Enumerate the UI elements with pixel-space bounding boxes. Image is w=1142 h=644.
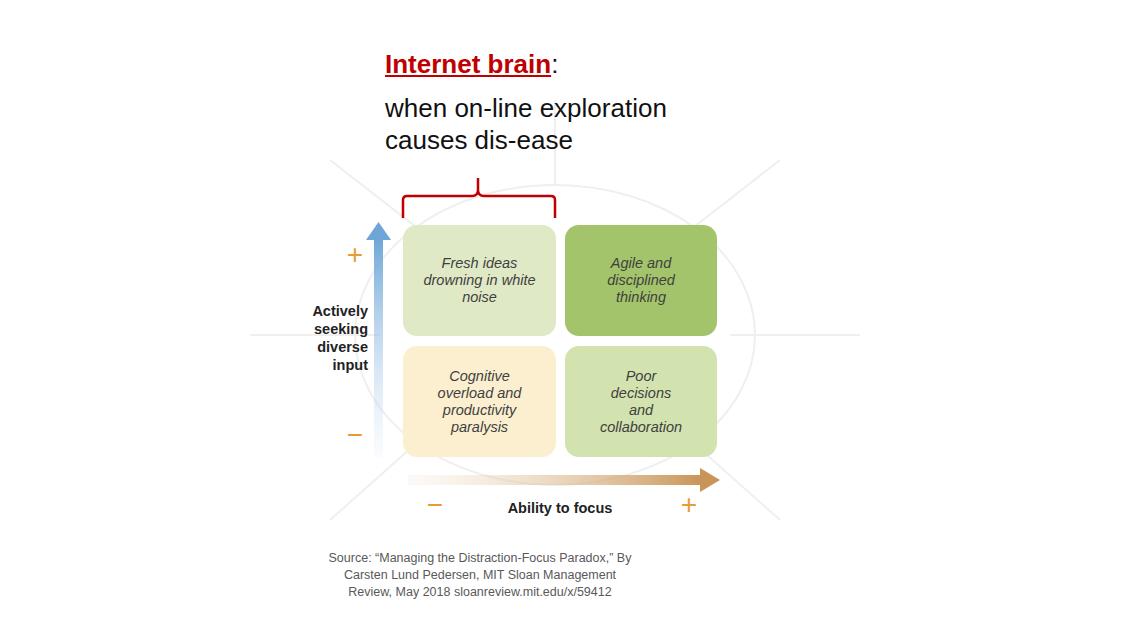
- y-axis-arrow: [366, 222, 391, 458]
- ray-lines: [250, 100, 860, 520]
- x-axis-head: [700, 468, 720, 492]
- y-axis-shaft: [374, 238, 383, 458]
- faint-brain-illustration: [250, 100, 860, 520]
- red-bracket: [403, 178, 555, 218]
- quadrant-text: Fresh ideas drowning in white noise: [423, 255, 536, 306]
- axis-minus-sign: −: [340, 420, 370, 450]
- quadrant-text: Agile and disciplined thinking: [585, 255, 697, 306]
- source-caption: Source: “Managing the Distraction-Focus …: [325, 550, 635, 601]
- y-axis-head: [366, 222, 391, 240]
- diagram-title: Internet brain: [385, 48, 551, 80]
- y-axis-label: Actively seeking diverse input: [286, 302, 368, 374]
- quadrant-text: Poor decisions and collaboration: [597, 368, 685, 436]
- x-axis-shaft: [408, 475, 702, 485]
- title-colon: :: [551, 48, 558, 80]
- x-axis-label: Ability to focus: [480, 499, 640, 517]
- brain-outline: [355, 185, 755, 485]
- axis-plus-sign: +: [340, 240, 370, 270]
- subtitle-text: when on-line exploration causes dis-ease: [385, 92, 715, 156]
- quadrant-text: Cognitive overload and productivity para…: [423, 368, 536, 436]
- quadrant-box: Cognitive overload and productivity para…: [403, 346, 556, 457]
- x-axis-arrow: [408, 468, 720, 492]
- quadrant-box: Agile and disciplined thinking: [565, 225, 717, 336]
- quadrant-box: Poor decisions and collaboration: [565, 346, 717, 457]
- axis-minus-sign: −: [420, 490, 450, 520]
- quadrant-box: Fresh ideas drowning in white noise: [403, 225, 556, 336]
- axis-plus-sign: +: [674, 490, 704, 520]
